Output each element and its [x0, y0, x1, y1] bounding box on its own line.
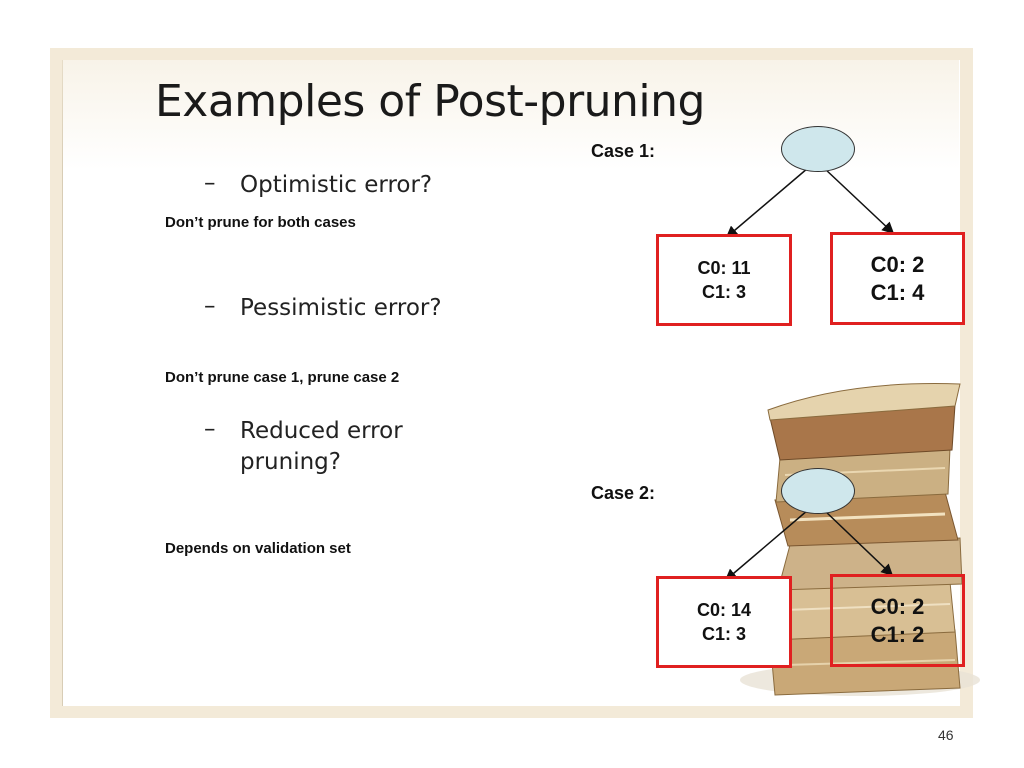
leaf-c1: C1: 2 [870, 621, 925, 647]
leaf-c1: C1: 3 [701, 282, 746, 302]
leaf-c1: C1: 3 [701, 624, 746, 644]
case-2-right-leaf: C0: 2 C1: 2 [830, 574, 965, 667]
slide-title: Examples of Post-pruning [155, 76, 705, 127]
bullet-text: Optimistic error? [240, 172, 433, 198]
leaf-c0: C0: 14 [696, 600, 752, 620]
case-1-edge-right [823, 167, 895, 235]
leaf-c1: C1: 4 [870, 279, 925, 305]
leaf-c0: C0: 11 [697, 258, 751, 278]
case-2-edge-left [724, 509, 809, 581]
case-1-left-leaf: C0: 11 C1: 3 [656, 234, 792, 326]
bullet-dash: – [204, 293, 216, 319]
bullet-text: Pessimistic error? [240, 295, 442, 321]
bullet-text-line-1: Reduced error [240, 418, 403, 444]
bullet-text-line-2: pruning? [240, 449, 341, 475]
leaf-c0: C0: 2 [870, 593, 925, 619]
case-2-edge-right [823, 509, 894, 577]
case-1-root-node [781, 126, 855, 172]
case-1-label: Case 1: [591, 141, 656, 161]
case-1-right-leaf: C0: 2 C1: 4 [830, 232, 965, 325]
case-1-edge-left [725, 167, 809, 238]
case-2-root-node [781, 468, 855, 514]
slide-number: 46 [938, 727, 954, 743]
case-2-label: Case 2: [591, 483, 656, 503]
case-2-left-leaf: C0: 14 C1: 3 [656, 576, 792, 668]
answer-reduced-error: Depends on validation set [165, 540, 351, 557]
answer-optimistic: Don’t prune for both cases [165, 214, 356, 231]
bullet-dash: – [204, 416, 216, 442]
answer-pessimistic: Don’t prune case 1, prune case 2 [165, 369, 400, 386]
leaf-c0: C0: 2 [870, 251, 925, 277]
bullet-dash: – [204, 170, 216, 196]
